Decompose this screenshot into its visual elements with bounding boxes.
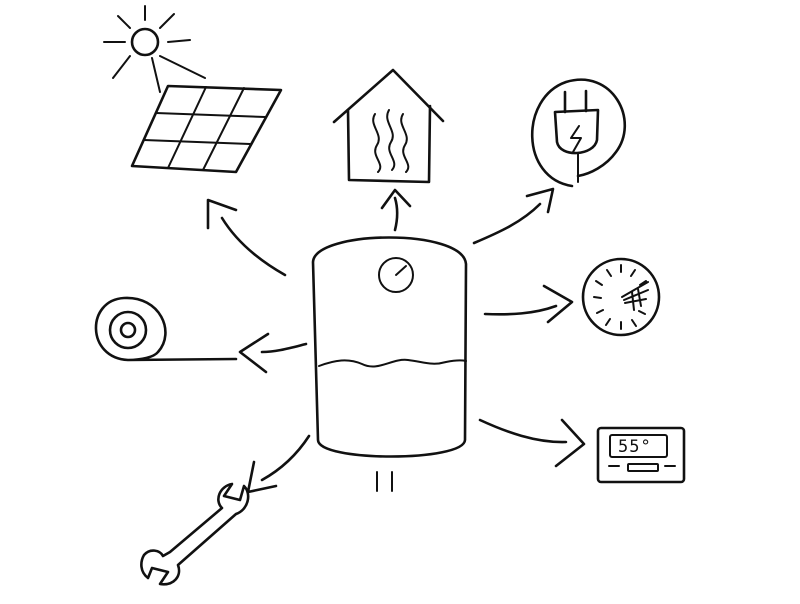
- sun-icon: [103, 5, 206, 93]
- arrow-to-wrench: [246, 434, 311, 494]
- electric-plug-icon: [530, 78, 627, 188]
- arrow-to-insulation: [238, 332, 308, 374]
- arrow-to-thermostat: [478, 418, 586, 468]
- arrow-to-house: [380, 188, 412, 232]
- thermostat-display: 55°: [618, 437, 652, 457]
- wrench-icon: [140, 482, 250, 586]
- gauge-icon: [581, 257, 661, 337]
- solar-panel-icon: [130, 84, 283, 174]
- water-tank-icon: [311, 236, 468, 492]
- insulation-roll-icon: [94, 296, 238, 362]
- arrow-to-plug: [472, 187, 555, 245]
- heated-house-icon: [332, 68, 445, 184]
- thermostat-icon: 55°: [596, 426, 686, 484]
- arrow-to-gauge: [483, 284, 574, 324]
- arrow-to-solar: [206, 198, 287, 277]
